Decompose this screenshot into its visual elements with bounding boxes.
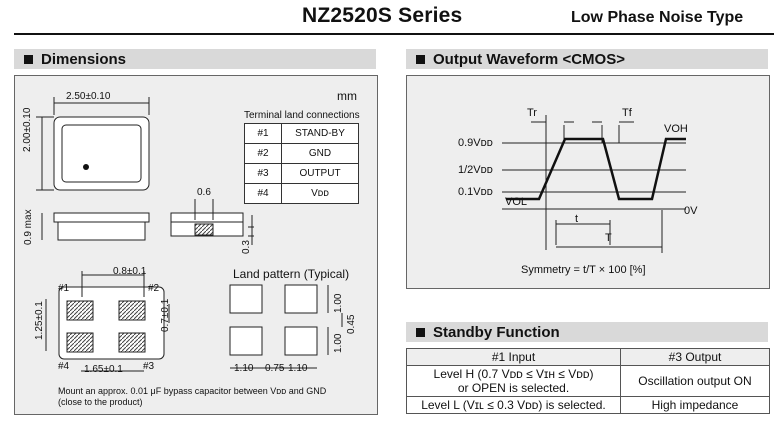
level-01-label: 0.1Vᴅᴅ bbox=[458, 186, 493, 198]
table-row: Level H (0.7 Vᴅᴅ ≤ Vɪʜ ≤ Vᴅᴅ) or OPEN is… bbox=[406, 365, 770, 397]
dimension-drawing bbox=[36, 97, 343, 372]
land-w1-label: 1.10 bbox=[234, 363, 254, 374]
waveform-panel bbox=[406, 75, 770, 289]
series-title: NZ2520S Series bbox=[302, 4, 463, 27]
pin-label-2: #2 bbox=[148, 283, 160, 294]
pin-cell: #4 bbox=[244, 183, 282, 204]
waveform-drawing bbox=[502, 115, 686, 253]
top-height-label: 2.00±0.10 bbox=[22, 107, 33, 152]
input-cell: Level L (Vɪʟ ≤ 0.3 Vᴅᴅ) is selected. bbox=[406, 396, 621, 414]
unit-label: mm bbox=[337, 89, 357, 103]
pin-label-3: #3 bbox=[143, 361, 155, 372]
square-bullet-icon bbox=[24, 54, 33, 64]
standby-title: Standby Function bbox=[433, 323, 560, 341]
pin-name-cell: GND bbox=[281, 143, 359, 164]
standby-header: Standby Function bbox=[406, 322, 768, 342]
header-input: #1 Input bbox=[406, 348, 621, 366]
land-pattern-title: Land pattern (Typical) bbox=[233, 267, 350, 281]
voh-label: VOH bbox=[664, 123, 688, 135]
pin-name-cell: Vᴅᴅ bbox=[281, 183, 359, 204]
input-line1: Level H (0.7 Vᴅᴅ ≤ Vɪʜ ≤ Vᴅᴅ) bbox=[433, 367, 594, 381]
output-cell: High impedance bbox=[620, 396, 770, 414]
land-w2-label: 0.75 bbox=[265, 363, 285, 374]
waveform-header: Output Waveform <CMOS> bbox=[406, 49, 768, 69]
land-w3-label: 1.10 bbox=[288, 363, 308, 374]
zero-v-label: 0V bbox=[684, 205, 698, 217]
pin-label-4: #4 bbox=[58, 361, 70, 372]
land-gap-label: 0.45 bbox=[346, 314, 357, 334]
output-cell: Oscillation output ON bbox=[620, 365, 770, 397]
t-label: t bbox=[575, 213, 579, 225]
input-line2: or OPEN is selected. bbox=[457, 381, 570, 395]
tr-label: Tr bbox=[527, 107, 537, 119]
side-height-label: 0.9 max bbox=[23, 209, 34, 245]
land-h2-label: 1.00 bbox=[333, 333, 344, 353]
dimensions-header: Dimensions bbox=[14, 49, 376, 69]
top-view-lid bbox=[61, 124, 142, 183]
pad-w-label: 1.65±0.1 bbox=[84, 364, 123, 375]
bypass-note: Mount an approx. 0.01 μF bypass capacito… bbox=[58, 386, 326, 408]
pin-cell: #1 bbox=[244, 123, 282, 144]
dimensions-title: Dimensions bbox=[41, 50, 127, 68]
vol-label: VOL bbox=[505, 196, 528, 208]
side-t-label: 0.3 bbox=[241, 240, 252, 254]
input-cell: Level H (0.7 Vᴅᴅ ≤ Vɪʜ ≤ Vᴅᴅ) or OPEN is… bbox=[406, 365, 621, 397]
header-rule bbox=[14, 33, 774, 35]
pad-h-label: 1.25±0.1 bbox=[34, 301, 45, 340]
table-header-row: #1 Input #3 Output bbox=[406, 348, 770, 366]
pad-pitch-label: 0.8±0.1 bbox=[113, 266, 147, 277]
level-09-label: 0.9Vᴅᴅ bbox=[458, 137, 493, 149]
pad-v-label: 0.7±0.1 bbox=[160, 298, 171, 332]
top-view-body bbox=[53, 116, 150, 191]
waveform-title: Output Waveform <CMOS> bbox=[433, 50, 625, 68]
level-12-label: 1/2Vᴅᴅ bbox=[458, 164, 493, 176]
tf-label: Tf bbox=[622, 107, 632, 119]
pin-name-cell: OUTPUT bbox=[281, 163, 359, 184]
square-bullet-icon bbox=[416, 54, 425, 64]
pin-label-1: #1 bbox=[58, 283, 70, 294]
clock-waveform bbox=[506, 137, 686, 201]
bypass-note-line1: Mount an approx. 0.01 μF bypass capacito… bbox=[58, 386, 327, 396]
top-width-label: 2.50±0.10 bbox=[66, 91, 111, 102]
bypass-note-line2: (close to the product) bbox=[58, 397, 143, 407]
pin-cell: #2 bbox=[244, 143, 282, 164]
square-bullet-icon bbox=[416, 327, 425, 337]
standby-table: #1 Input #3 Output Level H (0.7 Vᴅᴅ ≤ Vɪ… bbox=[406, 348, 770, 414]
series-subtitle: Low Phase Noise Type bbox=[571, 9, 744, 26]
T-label: T bbox=[605, 232, 612, 244]
symmetry-formula: Symmetry = t/T × 100 [%] bbox=[521, 264, 646, 276]
side-pad-label: 0.6 bbox=[197, 187, 211, 198]
land-h1-label: 1.00 bbox=[333, 293, 344, 313]
table-row: Level L (Vɪʟ ≤ 0.3 Vᴅᴅ) is selected. Hig… bbox=[406, 396, 770, 414]
terminal-caption: Terminal land connections bbox=[244, 110, 360, 121]
header-output: #3 Output bbox=[620, 348, 770, 366]
